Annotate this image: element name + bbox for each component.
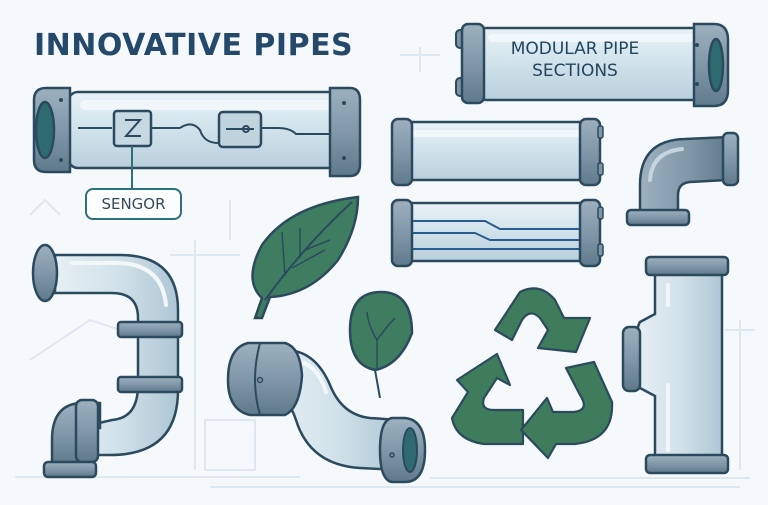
page-title: INNOVATIVE PIPES <box>34 28 354 63</box>
straight-pipe <box>390 117 604 187</box>
tee-pipe <box>621 255 730 475</box>
background-sketch <box>15 47 755 488</box>
modular-pipe-sections <box>455 22 730 108</box>
large-leaf <box>251 195 360 320</box>
s-shaped-pipe <box>31 243 184 479</box>
elbow-pipe <box>625 131 740 227</box>
fiber-pipe <box>390 198 604 268</box>
small-leaf <box>348 290 414 399</box>
modular-label-line1: MODULAR PIPE <box>510 39 640 59</box>
recycle-symbol <box>450 287 614 460</box>
modular-pipe-label: MODULAR PIPE SECTIONS <box>490 38 660 82</box>
sensor-pipe <box>32 86 362 188</box>
modular-label-line2: SECTIONS <box>532 61 618 81</box>
sensor-label-text: SENGOR <box>101 195 166 213</box>
offset-pipe <box>226 341 427 484</box>
sensor-label: SENGOR <box>85 188 182 220</box>
